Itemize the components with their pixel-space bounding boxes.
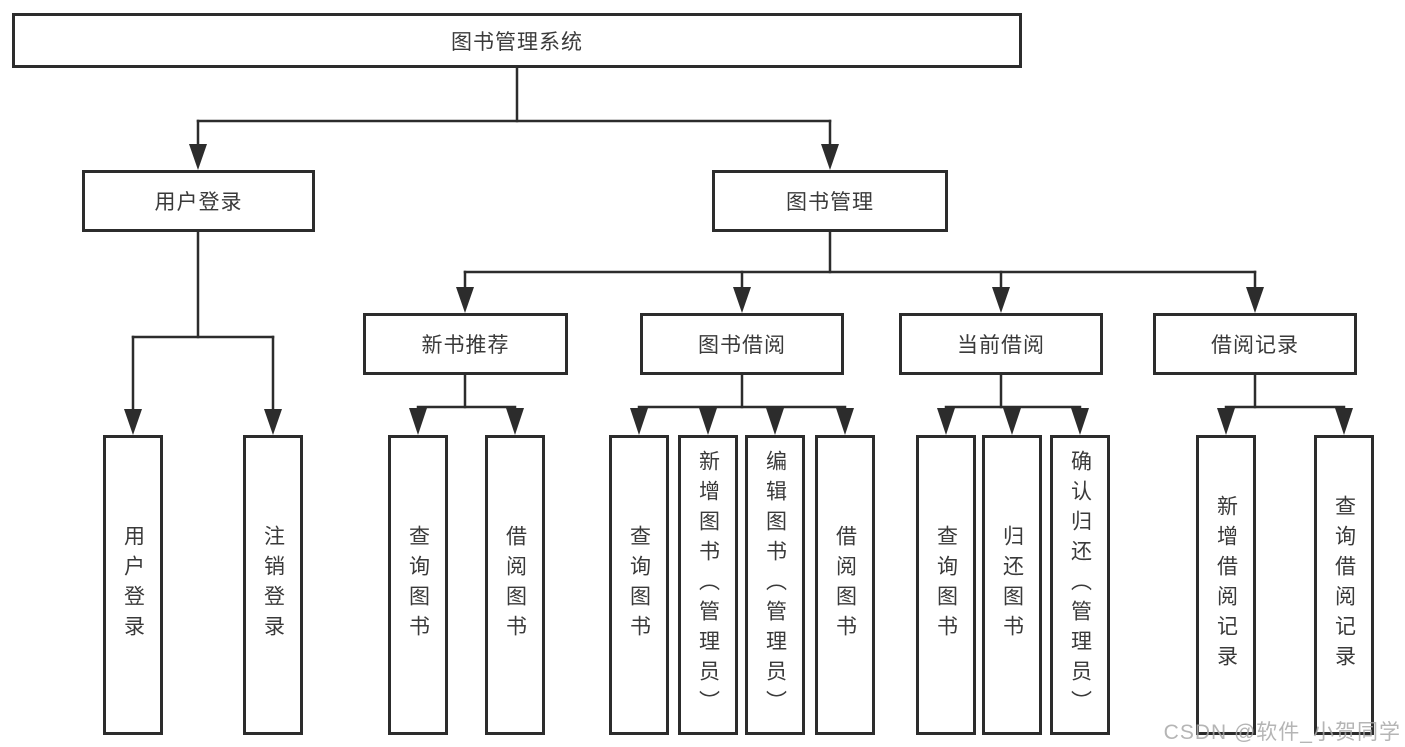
- leaf-add-books-admin: 新增图书（管理员）: [678, 435, 738, 735]
- leaf-query-borrow-record-label: 查询借阅记录: [1332, 495, 1356, 675]
- node-new-book-recommendation: 新书推荐: [363, 313, 568, 375]
- leaf-query-borrow-record: 查询借阅记录: [1314, 435, 1374, 735]
- node-borrowing-records: 借阅记录: [1153, 313, 1357, 375]
- leaf-user-login: 用户登录: [103, 435, 163, 735]
- leaf-confirm-return-admin: 确认归还（管理员）: [1050, 435, 1110, 735]
- leaf-return-books-label: 归还图书: [1000, 525, 1024, 645]
- csdn-watermark: CSDN @软件_小贺同学: [1163, 721, 1401, 744]
- leaf-confirm-return-admin-label: 确认归还（管理员）: [1068, 450, 1092, 720]
- leaf-borrow-books-2-label: 借阅图书: [833, 525, 857, 645]
- leaf-borrow-books-1-label: 借阅图书: [503, 525, 527, 645]
- leaf-query-books-1-label: 查询图书: [406, 525, 430, 645]
- leaf-logout: 注销登录: [243, 435, 303, 735]
- leaf-borrow-books-1: 借阅图书: [485, 435, 545, 735]
- node-book-borrowing: 图书借阅: [640, 313, 844, 375]
- leaf-query-books-3-label: 查询图书: [934, 525, 958, 645]
- leaf-query-books-3: 查询图书: [916, 435, 976, 735]
- leaf-query-books-2-label: 查询图书: [627, 525, 651, 645]
- leaf-edit-books-admin-label: 编辑图书（管理员）: [763, 450, 787, 720]
- leaf-add-borrow-record-label: 新增借阅记录: [1214, 495, 1238, 675]
- leaf-borrow-books-2: 借阅图书: [815, 435, 875, 735]
- leaf-return-books: 归还图书: [982, 435, 1042, 735]
- node-user-login: 用户登录: [82, 170, 315, 232]
- leaf-add-borrow-record: 新增借阅记录: [1196, 435, 1256, 735]
- leaf-user-login-label: 用户登录: [121, 525, 145, 645]
- leaf-query-books-1: 查询图书: [388, 435, 448, 735]
- leaf-query-books-2: 查询图书: [609, 435, 669, 735]
- leaf-logout-label: 注销登录: [261, 525, 285, 645]
- node-library-management-system: 图书管理系统: [12, 13, 1022, 68]
- leaf-add-books-admin-label: 新增图书（管理员）: [696, 450, 720, 720]
- leaf-edit-books-admin: 编辑图书（管理员）: [745, 435, 805, 735]
- node-current-borrowing: 当前借阅: [899, 313, 1103, 375]
- node-book-management: 图书管理: [712, 170, 948, 232]
